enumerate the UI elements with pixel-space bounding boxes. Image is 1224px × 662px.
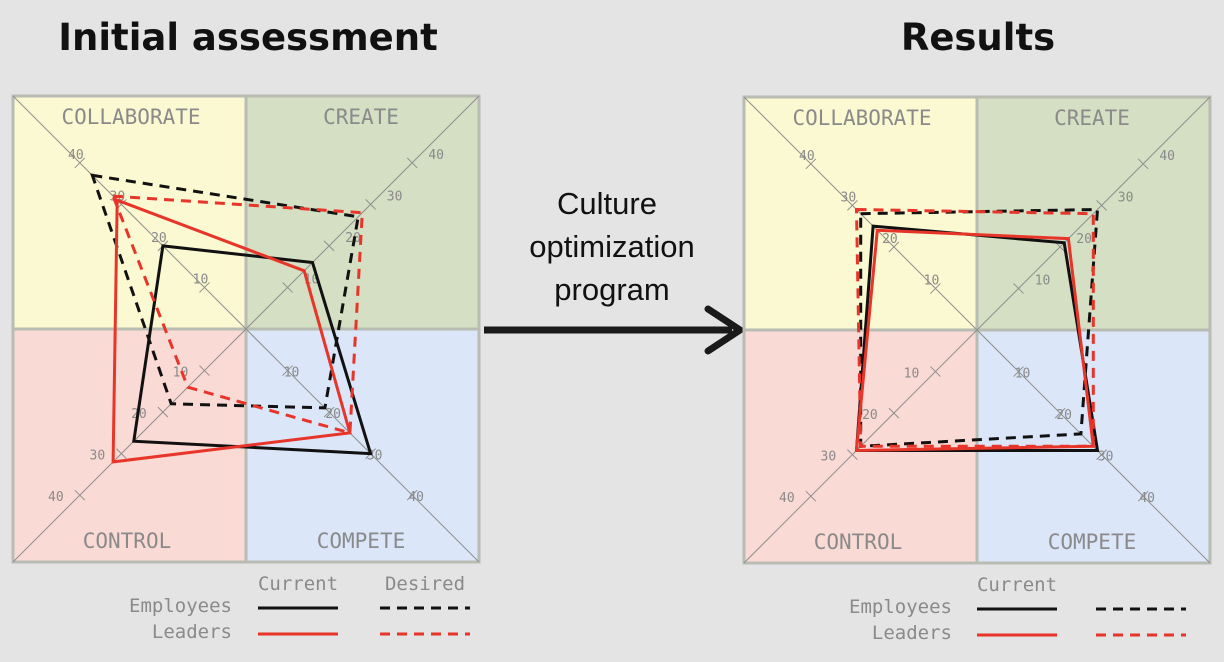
tick-label: 10 xyxy=(1035,273,1051,288)
quadrant-label-control: CONTROL xyxy=(83,529,172,553)
tick-mark xyxy=(406,157,418,169)
quadrant-label-compete: COMPETE xyxy=(317,529,406,553)
legend-row-employees: Employees xyxy=(849,596,952,618)
tick-label: 10 xyxy=(904,367,920,382)
tick-label: 20 xyxy=(882,232,898,247)
tick-mark xyxy=(805,490,817,502)
tick-label: 10 xyxy=(924,273,940,288)
legend-row-leaders: Leaders xyxy=(152,621,232,643)
tick-mark xyxy=(847,200,858,211)
tick-mark xyxy=(888,407,900,419)
tick-mark xyxy=(888,241,900,253)
tick-label: 10 xyxy=(173,366,189,381)
tick-label: 40 xyxy=(408,490,424,505)
quadrant-label-collaborate: COLLABORATE xyxy=(61,105,200,129)
tick-label: 10 xyxy=(1015,367,1031,382)
tick-label: 40 xyxy=(799,149,815,164)
tick-label: 40 xyxy=(68,148,84,163)
quadrant-label-collaborate: COLLABORATE xyxy=(792,106,931,130)
tick-label: 40 xyxy=(48,490,64,505)
tick-label: 20 xyxy=(325,407,341,422)
tick-mark xyxy=(74,489,86,501)
tick-label: 30 xyxy=(387,189,403,204)
tick-label: 40 xyxy=(779,491,795,506)
tick-mark xyxy=(805,158,817,170)
tick-mark xyxy=(930,366,941,377)
tick-label: 10 xyxy=(284,366,300,381)
tick-mark xyxy=(930,283,941,294)
tick-label: 40 xyxy=(428,148,444,163)
tick-mark xyxy=(199,282,210,293)
tick-mark xyxy=(1096,449,1107,460)
tick-mark xyxy=(1013,283,1024,294)
quadrant-label-create: CREATE xyxy=(1054,106,1130,130)
legend-row-employees: Employees xyxy=(129,595,232,617)
tick-label: 20 xyxy=(862,408,878,423)
legend-column-current: Current xyxy=(977,574,1057,596)
tick-mark xyxy=(847,449,858,460)
tick-label: 20 xyxy=(1076,232,1092,247)
tick-mark xyxy=(199,365,210,376)
tick-mark xyxy=(282,365,293,376)
tick-mark xyxy=(1054,407,1066,419)
tick-label: 30 xyxy=(90,449,106,464)
tick-mark xyxy=(157,406,169,418)
tick-label: 30 xyxy=(841,190,857,205)
legend-column-current: Current xyxy=(258,573,338,595)
results-chart: Results 10 10 10 10 20 20 20 20 30 30 30 30 40 40 40 40… xyxy=(742,16,1212,644)
tick-mark xyxy=(323,240,335,252)
arrow-caption-line-3: program xyxy=(554,272,669,307)
tick-mark xyxy=(282,282,293,293)
arrow-caption-line-2: optimization xyxy=(529,229,694,264)
legend-row-leaders: Leaders xyxy=(872,622,952,644)
arrow-head-icon xyxy=(704,305,744,355)
tick-label: 30 xyxy=(821,450,837,465)
axis-diagonal-2 xyxy=(743,96,1211,564)
tick-label: 20 xyxy=(1056,408,1072,423)
tick-mark xyxy=(1137,490,1149,502)
tick-label: 20 xyxy=(151,231,167,246)
arrow-caption-line-1: Culture xyxy=(557,186,657,221)
tick-mark xyxy=(365,199,376,210)
axis-diagonal-2 xyxy=(12,95,480,563)
series-employees-desired xyxy=(90,173,360,410)
series-leaders-current xyxy=(854,228,1095,453)
legend-column-desired: Desired xyxy=(385,573,465,595)
tick-mark xyxy=(74,157,86,169)
quadrant-label-compete: COMPETE xyxy=(1048,530,1137,554)
series-leaders-desired xyxy=(854,207,1095,448)
quadrant-label-create: CREATE xyxy=(323,105,399,129)
tick-label: 30 xyxy=(1098,450,1114,465)
tick-mark xyxy=(1013,366,1024,377)
quadrant-label-control: CONTROL xyxy=(814,530,903,554)
tick-mark xyxy=(323,406,335,418)
series-leaders-current xyxy=(111,198,352,464)
transition-arrow-group: Culture optimization program xyxy=(484,186,744,355)
series-employees-current xyxy=(132,244,373,456)
tick-label: 40 xyxy=(1139,491,1155,506)
tick-mark xyxy=(1137,158,1149,170)
chart-title: Results xyxy=(901,16,1055,59)
tick-label: 40 xyxy=(1159,149,1175,164)
tick-mark xyxy=(1096,200,1107,211)
tick-label: 30 xyxy=(1118,190,1134,205)
tick-mark xyxy=(406,489,418,501)
chart-title: Initial assessment xyxy=(58,16,438,59)
tick-mark xyxy=(116,448,127,459)
tick-label: 10 xyxy=(193,272,209,287)
